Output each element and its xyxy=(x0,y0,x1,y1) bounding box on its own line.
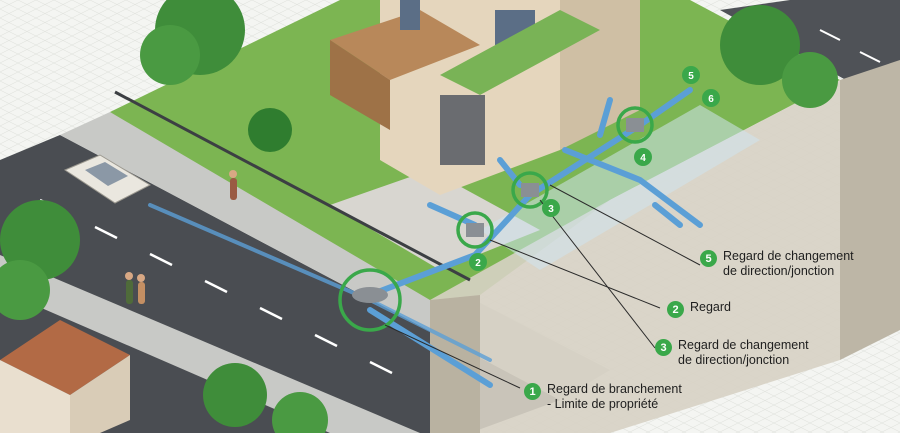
callout-3: 3 Regard de changement de direction/jonc… xyxy=(655,338,809,368)
badge-6: 6 xyxy=(702,89,720,107)
callout-2: 2 Regard xyxy=(667,300,731,318)
scene-badges: 2 3 4 5 6 1 xyxy=(469,66,720,271)
soil-cutaway xyxy=(430,80,840,433)
property-fence xyxy=(114,90,471,282)
trench-volume xyxy=(480,105,760,270)
leader-lines xyxy=(384,184,701,389)
manhole-markers xyxy=(338,106,654,332)
callout-2-label: Regard xyxy=(690,300,731,314)
main-road xyxy=(0,135,560,433)
badge-3: 3 xyxy=(542,199,560,217)
svg-text:5: 5 xyxy=(688,71,694,82)
callout-5: 5 Regard de changement de direction/jonc… xyxy=(700,249,854,279)
badge-2: 2 xyxy=(469,253,487,271)
svg-text:2: 2 xyxy=(475,258,481,269)
manhole-boxes xyxy=(352,118,644,303)
manhole-ring-4 xyxy=(616,106,654,144)
callout-5-number: 5 xyxy=(700,250,717,267)
house xyxy=(330,0,640,195)
sidewalk-lower xyxy=(0,255,420,433)
manhole-ring-2 xyxy=(456,211,494,249)
badge-4: 4 xyxy=(634,148,652,166)
svg-text:6: 6 xyxy=(708,94,714,105)
callout-2-number: 2 xyxy=(667,301,684,318)
callout-3-number: 3 xyxy=(655,339,672,356)
neighbour-house xyxy=(0,320,130,433)
manhole-ring-3 xyxy=(511,171,549,209)
svg-text:3: 3 xyxy=(548,204,554,215)
manhole-ring-1 xyxy=(338,268,402,332)
soil-face-right xyxy=(840,60,900,360)
callout-1-label: Regard de branchement - Limite de propri… xyxy=(547,382,682,411)
pedestrians xyxy=(125,170,237,304)
callout-1-number: 1 xyxy=(524,383,541,400)
svg-text:4: 4 xyxy=(640,153,646,164)
badge-5: 5 xyxy=(682,66,700,84)
trees xyxy=(0,0,838,433)
callout-3-label: Regard de changement de direction/joncti… xyxy=(678,338,809,367)
callout-5-label: Regard de changement de direction/joncti… xyxy=(723,249,854,278)
callout-1: 1 Regard de branchement - Limite de prop… xyxy=(524,382,682,412)
parked-car xyxy=(63,154,152,204)
